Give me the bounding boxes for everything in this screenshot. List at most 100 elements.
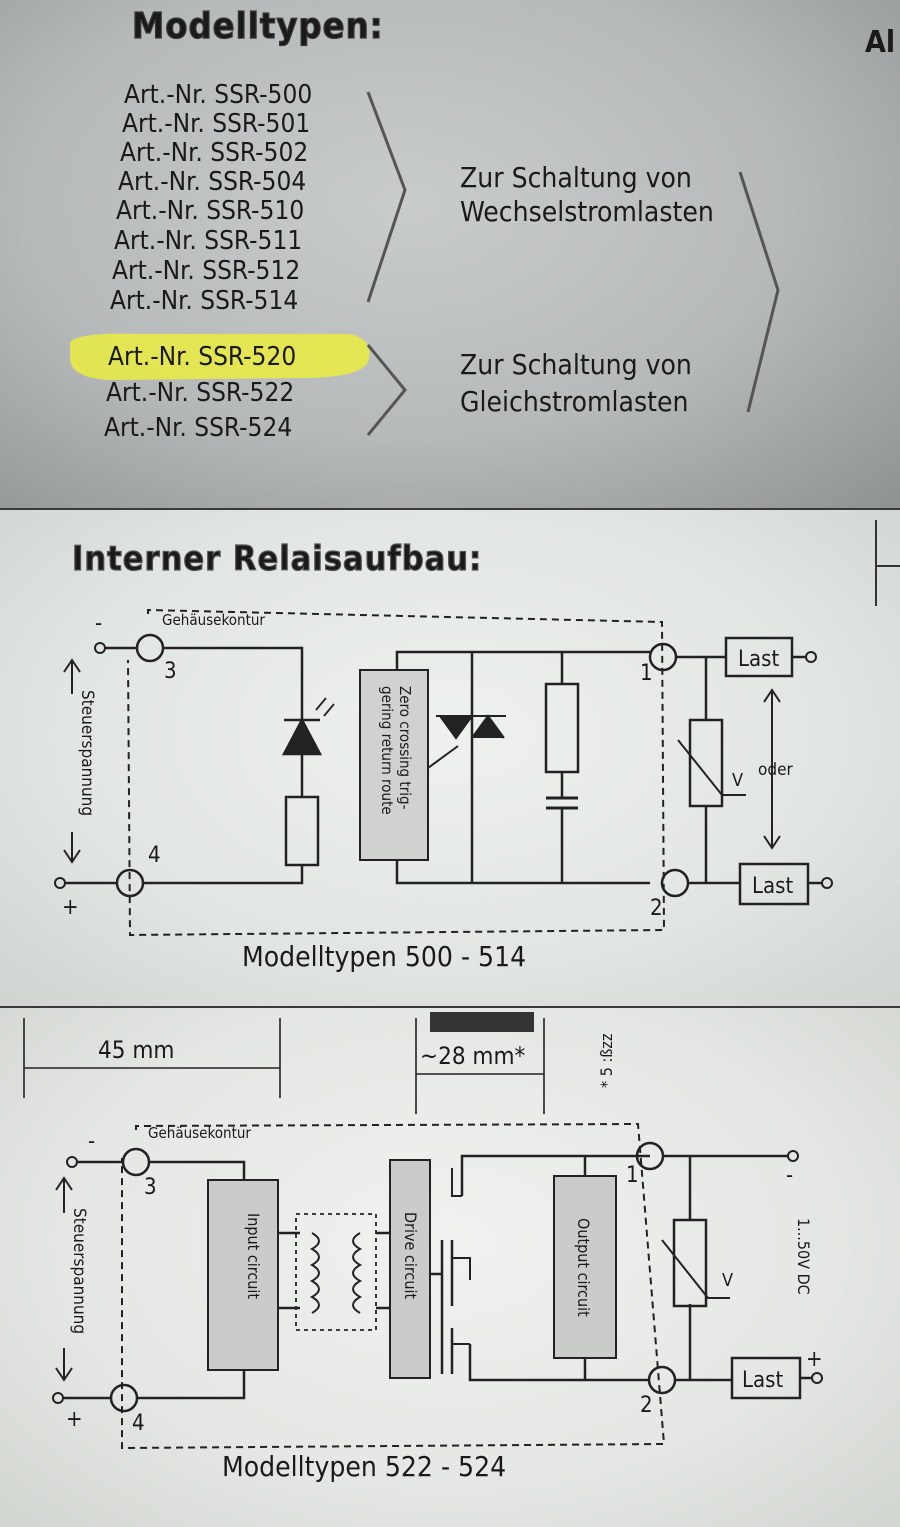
voltage-range-label: 1...50V DC [794,1218,813,1295]
load-label-bottom: Last [752,874,793,899]
diagram-caption: Modelltypen 522 - 524 [222,1450,506,1483]
down-arrow-icon [63,832,81,864]
list-item: Art.-Nr. SSR-500 [124,80,312,110]
load-plus-sign: + [806,1347,823,1372]
wire [460,1154,650,1196]
plus-sign: + [62,895,79,920]
model-list-panel: Modelltypen: Al Art.-Nr. SSR-500 Art.-Nr… [0,0,900,508]
edge-text: Al [865,25,895,60]
list-item: Art.-Nr. SSR-512 [112,256,300,286]
varistor-body [688,718,724,808]
wire [149,1160,246,1180]
transformer-primary [309,1232,320,1314]
ac-model-list: Art.-Nr. SSR-500 Art.-Nr. SSR-501 Art.-N… [110,80,312,316]
list-item: Art.-Nr. SSR-501 [122,109,310,139]
snubber-capacitor [546,796,578,810]
plus-sign: + [66,1407,83,1432]
pin-2-terminal [660,868,690,898]
varistor-body [672,1218,708,1308]
control-terminal-plus [54,877,66,889]
load-label: Last [742,1368,783,1393]
pin-1-label: 1 [640,661,653,686]
control-voltage-label: Steuerspannung [69,1208,89,1334]
list-item: Art.-Nr. SSR-510 [116,196,304,226]
circuit-522-524-panel: 45 mm ~28 mm* * 5 :ßzz Gehäusekontur - 3… [0,1008,900,1527]
control-terminal-plus [52,1392,64,1404]
pin-3-label: 3 [164,659,177,684]
dc-description-line1: Zur Schaltung von [460,348,692,381]
scan-dark-mark [430,1012,534,1032]
footnote-fragment: * 5 :ßzz [597,1033,616,1088]
triac-gate [427,745,459,769]
varistor-slash [677,739,746,796]
output-circuit-label: Output circuit [574,1218,593,1317]
internal-structure-heading: Interner Relaisaufbau: [72,539,482,579]
input-circuit-block [207,1179,279,1371]
output-circuit-block [553,1175,617,1359]
dimension-28mm [415,1018,545,1114]
edge-bracket [875,520,900,606]
list-item: Art.-Nr. SSR-520 [108,342,296,372]
dc-bracket [366,344,407,436]
wire [143,865,304,885]
input-resistor [284,795,320,867]
wire [395,860,650,885]
pin-1-label: 1 [626,1163,639,1188]
outer-bracket [738,171,780,413]
housing-label: Gehäusekontur [162,611,265,629]
circuit-500-514-diagram: Interner Relaisaufbau: Gehäusekontur - 3… [54,520,900,973]
housing-outline [121,1122,666,1450]
led-light-rays [315,697,335,717]
ac-description-line1: Zur Schaltung von [460,161,692,194]
list-item: Art.-Nr. SSR-502 [120,138,308,168]
list-item: Art.-Nr. SSR-511 [114,226,302,256]
input-circuit-label: Input circuit [244,1213,263,1299]
down-arrow-icon [55,1348,73,1382]
list-item: Art.-Nr. SSR-522 [106,378,294,408]
drive-circuit-block [389,1159,431,1379]
control-voltage-indicator: Steuerspannung [55,1176,89,1382]
pin-2-terminal [647,1365,677,1395]
zero-crossing-block [359,669,429,861]
load-terminal-top [805,651,817,663]
ac-description-line2: Wechselstromlasten [460,195,714,228]
wire [137,1370,246,1400]
control-terminal-minus [66,1156,78,1168]
wire [468,1344,650,1382]
up-arrow-icon [63,658,81,694]
transformer-outline [295,1213,377,1331]
minus-sign: - [95,611,102,636]
dc-model-list: Art.-Nr. SSR-520 Art.-Nr. SSR-522 Art.-N… [104,342,296,443]
circuit-500-514-panel: Interner Relaisaufbau: Gehäusekontur - 3… [0,510,900,1006]
pin-2-label: 2 [650,896,663,921]
mosfet-icon [430,1240,454,1374]
control-voltage-indicator: Steuerspannung [63,658,97,864]
housing-label: Gehäusekontur [148,1124,251,1142]
pin-4-terminal [109,1383,139,1413]
varistor-slash [661,1239,730,1299]
wire [395,650,650,670]
zero-crossing-label-line1: Zero crossing trig- [396,686,414,810]
varistor-label: V [732,770,743,791]
pin-3-terminal [121,1147,151,1177]
output-minus-sign: - [786,1163,793,1188]
pin-3-terminal [135,633,165,663]
drive-circuit-label: Drive circuit [401,1212,420,1299]
list-item: Art.-Nr. SSR-524 [104,413,292,443]
up-arrow-icon [55,1176,73,1213]
marker-highlight [70,333,370,380]
pin-4-label: 4 [132,1411,145,1436]
dc-description-line2: Gleichstromlasten [460,385,688,418]
pin-2-label: 2 [640,1393,653,1418]
triac-icon [436,714,506,740]
model-list-figure: Modelltypen: Al Art.-Nr. SSR-500 Art.-Nr… [70,5,895,443]
dimension-45mm-label: 45 mm [98,1036,174,1064]
minus-sign: - [88,1129,95,1154]
control-voltage-label: Steuerspannung [77,690,97,816]
load-label-top: Last [738,647,779,672]
double-arrow-icon [763,688,781,850]
model-types-heading: Modelltypen: [132,6,384,47]
dimension-45mm [23,1018,281,1098]
dimension-28mm-label: ~28 mm* [420,1042,525,1070]
housing-outline [127,608,666,937]
